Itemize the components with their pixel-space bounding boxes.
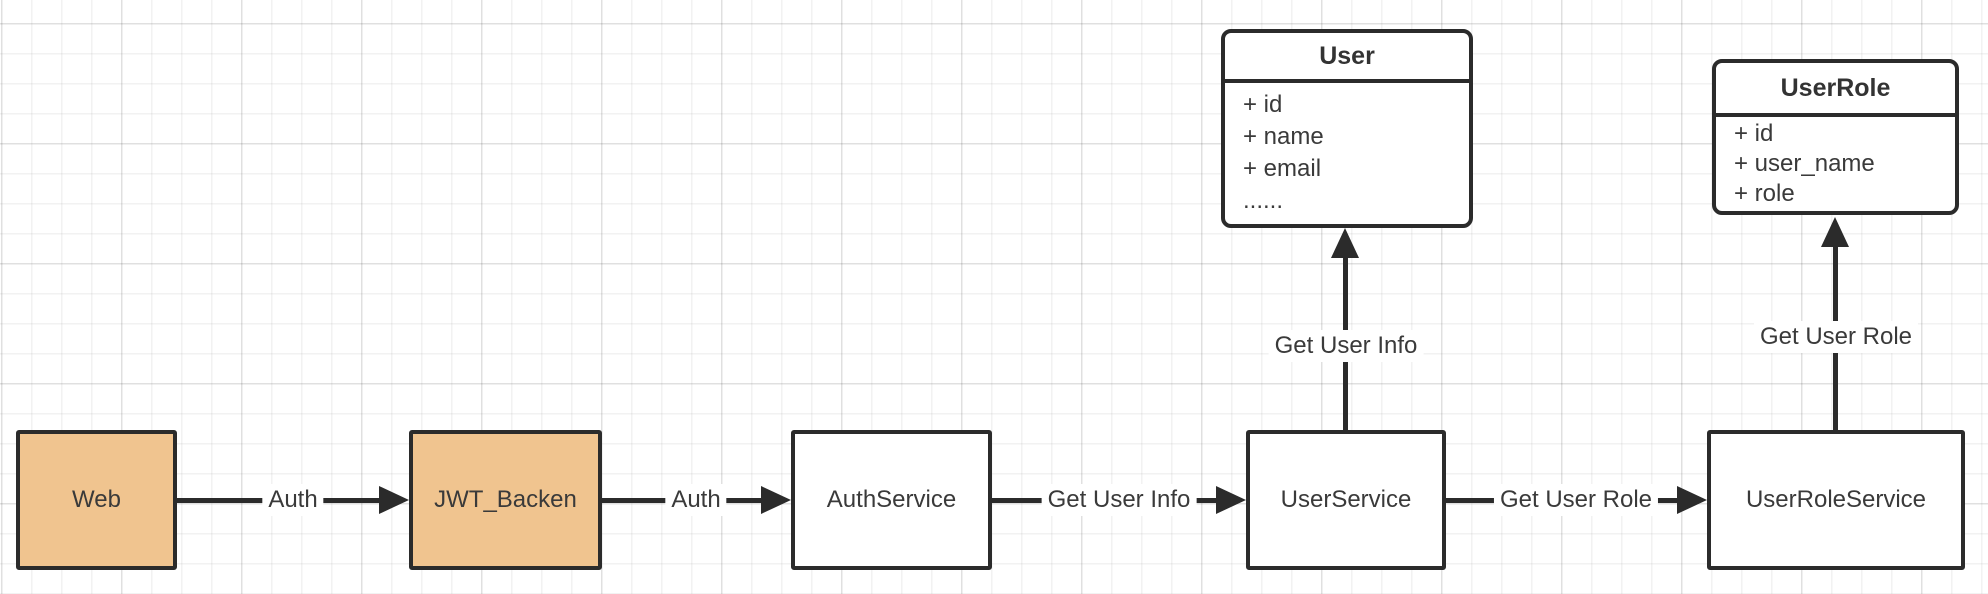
node-user-service[interactable]: UserService [1246, 430, 1446, 570]
node-jwt-backen[interactable]: JWT_Backen [409, 430, 602, 570]
class-user-role-fields: + id + user_name + role [1716, 117, 1955, 209]
edge-userservice-userroleservice-label[interactable]: Get User Role [1493, 484, 1659, 516]
node-auth-service[interactable]: AuthService [791, 430, 992, 570]
arrowhead-right-icon [1677, 486, 1707, 514]
edge-web-jwt-label[interactable]: Auth [262, 484, 324, 516]
class-user-role-title: UserRole [1780, 73, 1891, 102]
arrowhead-right-icon [1216, 486, 1246, 514]
class-box-user-role[interactable]: UserRole + id + user_name + role [1712, 59, 1959, 215]
class-user-fields: + id + name + email ...... [1225, 83, 1469, 217]
class-field: + name [1243, 123, 1324, 150]
node-jwt-backen-label: JWT_Backen [434, 486, 577, 513]
edge-userservice-user-label[interactable]: Get User Info [1268, 330, 1424, 362]
edge-jwt-authservice-label[interactable]: Auth [665, 484, 727, 516]
class-field: + email [1243, 155, 1322, 182]
arrowhead-right-icon [379, 486, 409, 514]
class-user-role-header: UserRole [1716, 63, 1955, 117]
node-user-service-label: UserService [1280, 486, 1412, 513]
arrowhead-right-icon [761, 486, 791, 514]
class-field: + id [1243, 91, 1283, 118]
arrowhead-up-icon [1821, 217, 1849, 247]
class-user-title: User [1319, 41, 1375, 70]
class-field: + role [1734, 180, 1795, 207]
class-box-user[interactable]: User + id + name + email ...... [1221, 29, 1473, 228]
arrowhead-up-icon [1331, 228, 1359, 258]
node-auth-service-label: AuthService [826, 486, 957, 513]
class-user-header: User [1225, 33, 1469, 83]
node-user-role-service-label: UserRoleService [1745, 486, 1927, 513]
class-field: + user_name [1734, 150, 1875, 177]
node-user-role-service[interactable]: UserRoleService [1707, 430, 1965, 570]
node-web-label: Web [72, 486, 121, 513]
class-field: ...... [1243, 187, 1284, 214]
edge-userroleservice-userrole-label[interactable]: Get User Role [1753, 321, 1919, 353]
node-web[interactable]: Web [16, 430, 177, 570]
class-field: + id [1734, 120, 1774, 147]
edge-authservice-userservice-label[interactable]: Get User Info [1041, 484, 1197, 516]
